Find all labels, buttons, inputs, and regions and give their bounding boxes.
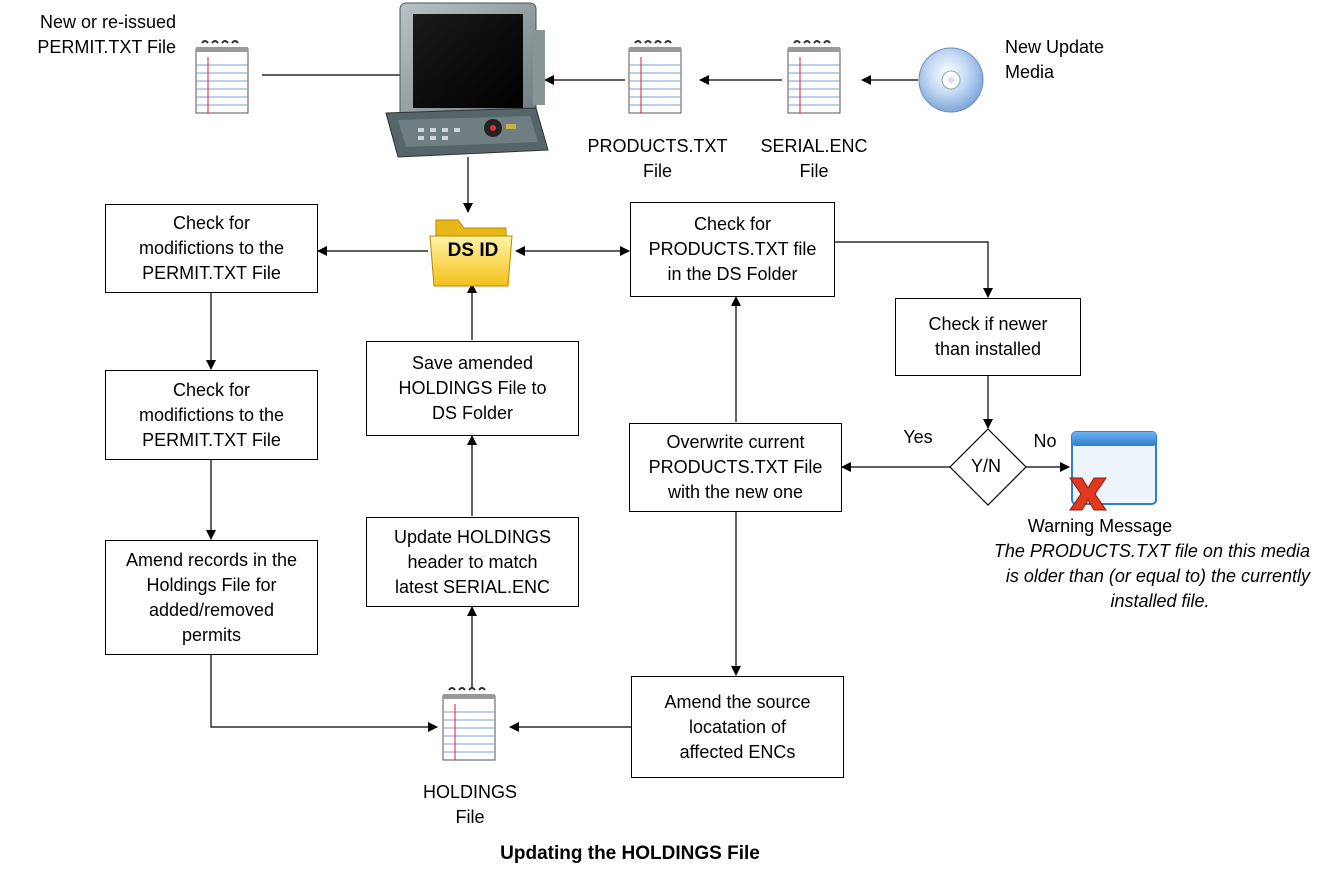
check-permit-2-line-3: PERMIT.TXT File — [142, 429, 281, 450]
amend-records-line-3: added/removed — [148, 599, 275, 620]
overwrite-line-3: with the new one — [667, 482, 804, 502]
update-header-line-2: header to match — [407, 551, 538, 572]
products-file-icon — [628, 40, 682, 114]
arrow-check-products-to-newer — [835, 241, 993, 298]
amend-source-line-2: locatation of — [688, 716, 787, 737]
amend-records-line-4: permits — [181, 624, 241, 645]
check-permit-1-line-3: PERMIT.TXT File — [142, 263, 281, 283]
amend-source-line-1: Amend the source — [664, 691, 811, 712]
warning-body-line-3: installed file. — [1110, 591, 1210, 611]
products-file-label: PRODUCTS.TXT File — [570, 134, 745, 184]
check-products-line-2: PRODUCTS.TXT file — [648, 239, 817, 259]
permit-file-label-line-1: New or re-issued — [39, 12, 176, 32]
diagram-title: Updating the HOLDINGS File — [500, 843, 760, 864]
ds-id-label: DS ID — [447, 240, 499, 261]
update-header-box: Update HOLDINGS header to match latest S… — [366, 517, 579, 607]
serial-file-label: SERIAL.ENC File — [748, 134, 880, 184]
save-amended-line-2: HOLDINGS File to — [398, 378, 547, 398]
serial-file-label-line-1: SERIAL.ENC — [760, 136, 868, 156]
permit-file-icon — [195, 40, 249, 114]
check-newer-box: Check if newer than installed — [895, 298, 1081, 376]
warning-body-line-1: The PRODUCTS.TXT file on this media — [993, 541, 1310, 561]
overwrite-line-1: Overwrite current — [666, 432, 805, 452]
permit-file-label-line-2: PERMIT.TXT File — [37, 37, 176, 57]
check-permit-1-line-2: modifictions to the — [138, 238, 285, 258]
warning-window-icon — [1069, 431, 1157, 511]
check-products-line-3: in the DS Folder — [667, 264, 798, 284]
decision-yes-label: Yes — [903, 427, 933, 447]
overwrite-line-2: PRODUCTS.TXT File — [648, 457, 823, 477]
save-amended-box: Save amended HOLDINGS File to DS Folder — [366, 341, 579, 436]
check-newer-line-1: Check if newer — [928, 314, 1048, 334]
permit-file-label: New or re-issued PERMIT.TXT File — [6, 10, 176, 60]
new-update-media-label-line-2: Media — [1005, 62, 1055, 82]
update-header-line-3: latest SERIAL.ENC — [394, 576, 551, 597]
amend-source-box: Amend the source locatation of affected … — [631, 676, 844, 778]
update-header-line-1: Update HOLDINGS — [393, 526, 552, 547]
check-permit-2-line-2: modifictions to the — [138, 404, 285, 425]
arrow-amend-to-holdings — [210, 655, 438, 732]
check-permit-box-2: Check for modifictions to the PERMIT.TXT… — [105, 370, 318, 460]
amend-records-line-1: Amend records in the — [125, 549, 298, 570]
decision-diamond — [949, 428, 1027, 506]
overwrite-box: Overwrite current PRODUCTS.TXT File with… — [629, 423, 842, 512]
connectors — [206, 70, 1070, 732]
new-update-media-label-line-1: New Update — [1005, 37, 1105, 57]
ecdis-console-icon — [385, 2, 549, 158]
holdings-file-label-line-1: HOLDINGS — [422, 782, 518, 802]
amend-source-line-3: affected ENCs — [679, 741, 796, 762]
save-amended-line-3: DS Folder — [431, 403, 513, 423]
check-permit-1-line-1: Check for — [172, 213, 250, 233]
serial-file-label-line-2: File — [799, 161, 829, 181]
serial-file-icon — [787, 40, 841, 114]
check-permit-2-line-1: Check for — [172, 379, 250, 400]
check-permit-box-1: Check for modifictions to the PERMIT.TXT… — [105, 204, 318, 293]
check-newer-line-2: than installed — [934, 339, 1042, 359]
folder-icon — [429, 219, 513, 287]
products-file-label-line-1: PRODUCTS.TXT — [587, 136, 728, 156]
amend-records-line-2: Holdings File for — [146, 574, 277, 595]
cd-media-icon — [918, 47, 984, 113]
amend-records-box: Amend records in the Holdings File for a… — [105, 540, 318, 655]
check-products-line-1: Check for — [693, 214, 772, 234]
warning-body-line-2: is older than (or equal to) the currentl… — [1005, 566, 1310, 586]
warning-title: Warning Message — [1027, 516, 1173, 536]
warning-body: The PRODUCTS.TXT file on this media is o… — [850, 539, 1310, 614]
holdings-file-label: HOLDINGS File — [405, 780, 535, 830]
holdings-file-icon — [442, 687, 496, 761]
products-file-label-line-2: File — [642, 161, 672, 181]
new-update-media-label: New Update Media — [1005, 35, 1145, 85]
warning-message: Warning Message The PRODUCTS.TXT file on… — [850, 514, 1320, 614]
check-products-box: Check for PRODUCTS.TXT file in the DS Fo… — [630, 202, 835, 297]
decision-no-label: No — [1033, 431, 1057, 451]
holdings-file-label-line-2: File — [455, 807, 485, 827]
decision-label: Y/N — [970, 456, 1001, 476]
save-amended-line-1: Save amended — [411, 353, 534, 373]
